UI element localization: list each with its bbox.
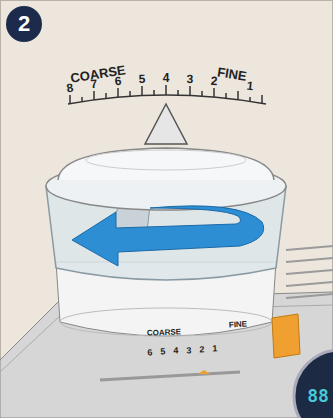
scale-number: 1 [246, 80, 254, 93]
scale-label: COARSE [147, 328, 181, 337]
display-dial [294, 350, 333, 418]
lid-dome [58, 148, 274, 180]
scale-number: 5 [139, 73, 146, 85]
scale-number: 2 [199, 345, 204, 354]
slider-track [100, 372, 240, 380]
scale-number: 4 [163, 72, 170, 84]
turn-arrow [72, 206, 264, 266]
pointer-triangle [145, 104, 187, 144]
scale-arc [68, 95, 266, 104]
scale-number: 7 [90, 78, 98, 91]
slider-mark [198, 370, 210, 374]
scale-number: 2 [210, 75, 218, 87]
orange-tab [272, 314, 300, 358]
step-number: 2 [18, 13, 30, 35]
scale-number: 1 [212, 344, 217, 353]
lid-highlight [86, 150, 246, 170]
scale-number: 5 [160, 347, 165, 356]
step-badge: 2 [6, 6, 42, 42]
scale-number: 6 [147, 348, 152, 357]
scale-number: 88 [307, 387, 329, 405]
vents [286, 246, 333, 298]
scale-label: FINE [229, 321, 248, 330]
scale-number: 3 [187, 73, 194, 85]
scale-number: 8 [66, 82, 74, 95]
scale-number: 3 [186, 346, 191, 355]
scale-ticks [70, 85, 262, 104]
scale-number: 4 [173, 346, 178, 355]
scale-number: 6 [114, 75, 122, 87]
